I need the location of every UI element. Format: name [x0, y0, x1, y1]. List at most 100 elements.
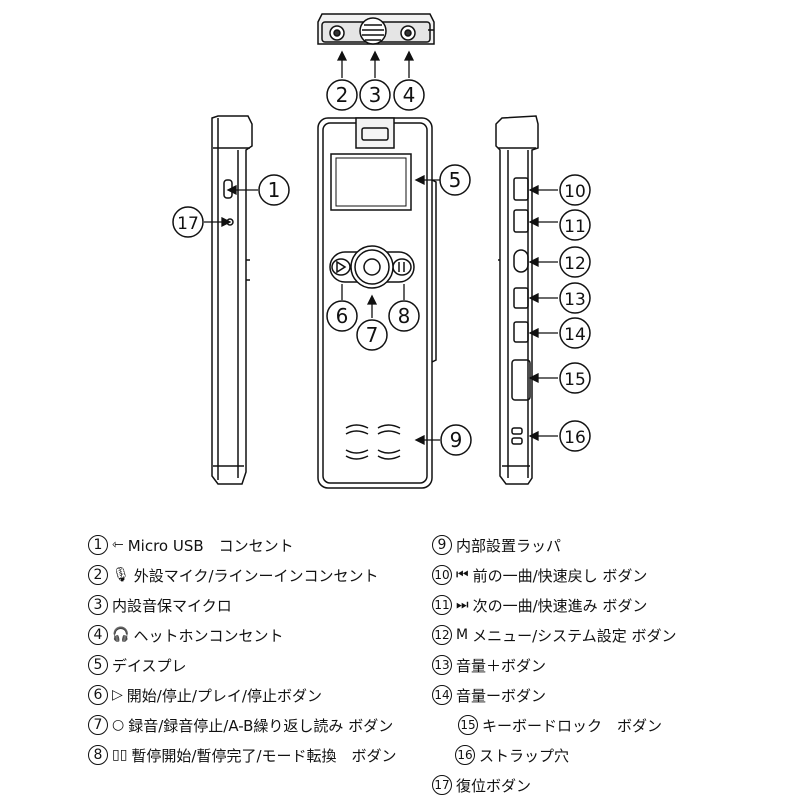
legend-item-2: 2 🎙 外設マイク/ラインーインコンセント	[88, 563, 379, 587]
callout-label-4: 4	[403, 83, 416, 107]
leader-lines	[204, 174, 558, 446]
legend-num: 17	[432, 775, 452, 795]
record-icon: ○	[112, 717, 125, 733]
legend-item-3: 3 内設音保マイクロ	[88, 593, 232, 617]
callout-9	[440, 424, 472, 456]
legend-item-14: 14 音量ーボダン	[432, 683, 546, 707]
legend-text: 録音/録音停止/A-B繰り返し読み ボダン	[128, 716, 394, 735]
callout-label-13: 13	[564, 290, 586, 310]
callout-circles	[172, 79, 591, 456]
top-view	[317, 13, 435, 45]
legend-text: 音量＋ボダン	[456, 656, 547, 675]
legend-item-15: 15 キーボードロック ボダン	[458, 713, 662, 737]
legend-item-11: 11 ⏭ 次の一曲/快速進み ボダン	[432, 593, 647, 617]
record-button-shape	[363, 258, 381, 276]
callout-6	[326, 300, 358, 332]
menu-button-shape	[513, 249, 529, 273]
callout-4	[393, 79, 425, 111]
legend-item-9: 9 内部設置ラッパ	[432, 533, 561, 557]
legend-num: 2	[88, 565, 108, 585]
legend-text: 復位ボダン	[456, 776, 532, 795]
forward-icon: ⏭	[456, 597, 469, 613]
callout-1	[258, 174, 290, 206]
right-side-view	[495, 115, 539, 485]
display	[330, 153, 412, 211]
legend-num: 3	[88, 595, 108, 615]
legend-num: 7	[88, 715, 108, 735]
callout-15	[559, 362, 591, 394]
callout-label-9: 9	[450, 428, 463, 452]
callout-7	[356, 319, 388, 351]
callout-5	[439, 164, 471, 196]
legend-num: 15	[458, 715, 478, 735]
legend-text: ヘットホンコンセント	[133, 626, 284, 645]
legend-num: 12	[432, 625, 452, 645]
legend-item-4: 4 🎧 ヘットホンコンセント	[88, 623, 283, 647]
legend-text: 前の一曲/快速戻し ボダン	[472, 566, 648, 585]
callout-10	[559, 174, 591, 206]
callout-11	[559, 209, 591, 241]
legend-text: 内部設置ラッパ	[456, 536, 562, 555]
legend-text: デイスプレ	[112, 656, 187, 675]
headphones-icon: 🎧	[112, 627, 130, 643]
legend-num: 16	[455, 745, 475, 765]
legend-num: 14	[432, 685, 452, 705]
legend-num: 4	[88, 625, 108, 645]
callout-label-12: 12	[564, 254, 586, 274]
legend-text: 外設マイク/ラインーインコンセント	[133, 566, 379, 585]
callout-label-11: 11	[564, 217, 586, 237]
callout-label-16: 16	[564, 428, 586, 448]
legend-text: Micro USB コンセント	[127, 536, 294, 555]
callout-label-15: 15	[564, 370, 586, 390]
callout-label-1: 1	[268, 178, 281, 202]
callout-label-5: 5	[449, 168, 462, 192]
legend-text: ストラップ穴	[479, 746, 570, 765]
play-icon: ▷	[112, 687, 123, 703]
legend-item-5: 5 デイスプレ	[88, 653, 187, 677]
vol-up-button-shape	[513, 287, 529, 309]
pause-icon: ▯▯	[112, 747, 128, 763]
strap-hole-bottom	[511, 437, 523, 445]
top-arrows	[336, 50, 415, 78]
legend-text: 内設音保マイクロ	[112, 596, 232, 615]
legend-item-1: 1 ⇽ Micro USB コンセント	[88, 533, 294, 557]
callout-3	[359, 79, 391, 111]
legend-num: 8	[88, 745, 108, 765]
legend-text: 音量ーボダン	[456, 686, 547, 705]
callout-16	[559, 420, 591, 452]
play-button-shape	[331, 258, 351, 276]
callout-13	[559, 282, 591, 314]
callout-12	[559, 246, 591, 278]
legend-item-12: 12 M メニュー/システム設定 ボダン	[432, 623, 676, 647]
usb-icon: ⇽	[112, 537, 124, 553]
callout-numbers: 1 2 3 4 5 6 7 8 9 10 11 12 13 14 15 16 1…	[177, 83, 586, 452]
device-diagram: 1 2 3 4 5 6 7 8 9 10 11 12 13 14 15 16 1…	[172, 13, 591, 489]
legend-text: 次の一曲/快速進み ボダン	[472, 596, 648, 615]
legend-item-13: 13 音量＋ボダン	[432, 653, 546, 677]
menu-m-icon: M	[456, 627, 469, 643]
next-button-shape	[513, 209, 529, 233]
legend-item-16: 16 ストラップ穴	[455, 743, 569, 767]
callout-14	[559, 317, 591, 349]
legend-num: 1	[88, 535, 108, 555]
callout-label-2: 2	[336, 83, 349, 107]
legend-item-6: 6 ▷ 開始/停止/プレイ/停止ボダン	[88, 683, 322, 707]
callout-label-17: 17	[177, 214, 199, 234]
callout-label-6: 6	[336, 304, 349, 328]
callout-2	[326, 79, 358, 111]
left-side-view	[211, 115, 253, 485]
legend-num: 6	[88, 685, 108, 705]
callout-17	[172, 206, 204, 238]
callout-8	[388, 300, 420, 332]
prev-button-shape	[513, 177, 529, 201]
callout-label-14: 14	[564, 325, 586, 345]
callout-label-10: 10	[564, 182, 586, 202]
legend-item-7: 7 ○ 録音/録音停止/A-B繰り返し読み ボダン	[88, 713, 393, 737]
callout-label-8: 8	[398, 304, 411, 328]
legend-text: 暫停開始/暫停完了/モード転換 ボダン	[131, 746, 397, 765]
speaker-grille	[345, 424, 401, 460]
legend-text: 開始/停止/プレイ/停止ボダン	[126, 686, 322, 705]
callout-label-3: 3	[369, 83, 382, 107]
microphone-icon: 🎙	[112, 567, 130, 583]
legend-item-8: 8 ▯▯ 暫停開始/暫停完了/モード転換 ボダン	[88, 743, 397, 767]
